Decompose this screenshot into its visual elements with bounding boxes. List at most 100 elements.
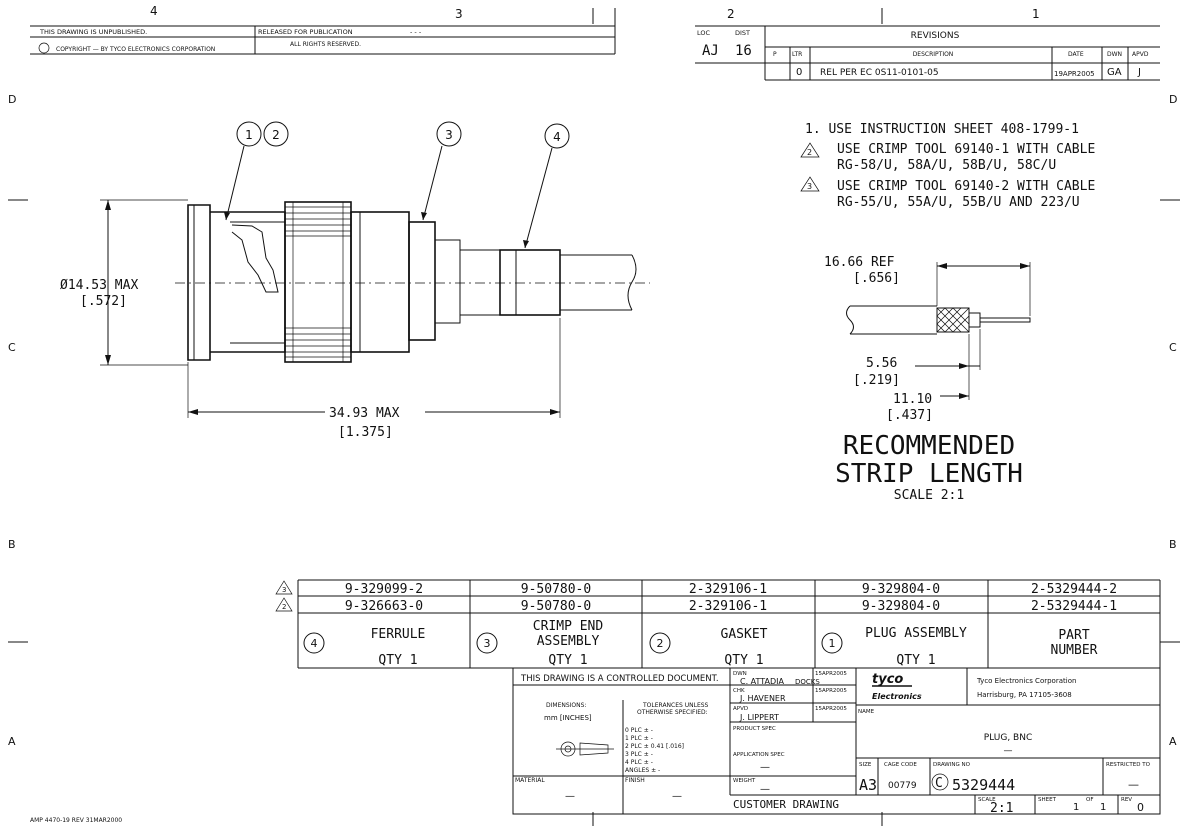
tol-4: 4 PLC ± - — [625, 759, 653, 766]
note-2-symbol: 2 — [807, 148, 812, 157]
ferrule — [499, 249, 561, 316]
application-spec-dash: — — [760, 762, 770, 773]
row-1-flag: 3 — [282, 586, 286, 594]
product-spec-label: PRODUCT SPEC — [733, 726, 776, 732]
drawing-name: PLUG, BNC — [984, 733, 1032, 743]
r2-c1: 9-326663-0 — [345, 599, 423, 614]
zone-top-2: 2 — [727, 7, 735, 21]
tol-2: 2 PLC ± 0.41 [.016] — [625, 743, 684, 750]
released-dashes: - - - — [410, 28, 422, 36]
item-4-qty: QTY 1 — [378, 653, 417, 668]
balloons: 1 2 3 4 — [224, 121, 570, 249]
balloon-1 — [236, 121, 262, 147]
rev-col-date: DATE — [1068, 51, 1084, 58]
zone-side-a-right: A — [1169, 735, 1177, 748]
rev-description: REL PER EC 0S11-0101-05 — [820, 68, 939, 78]
diameter-mm: Ø14.53 MAX — [60, 278, 138, 293]
dimensions-unit: mm [INCHES] — [544, 714, 592, 722]
dimensions-label: DIMENSIONS: — [546, 702, 586, 709]
apvd-name: J. LIPPERT — [739, 713, 779, 722]
note-2-flag-icon — [800, 142, 820, 158]
apvd-label: APVD — [733, 706, 748, 712]
tolerances-label-2: OTHERWISE SPECIFIED: — [637, 709, 708, 716]
drawing-no-prefix-circle — [931, 773, 949, 791]
electronics-logo: Electronics — [872, 692, 922, 701]
company-name: Tyco Electronics Corporation — [976, 677, 1076, 685]
balloon-4 — [544, 123, 570, 149]
svg-text:1: 1 — [829, 637, 836, 650]
size-value: A3 — [859, 776, 877, 794]
header-block: THIS DRAWING IS UNPUBLISHED. RELEASED FO… — [30, 8, 616, 55]
note-3-line-1: USE CRIMP TOOL 69140-2 WITH CABLE — [837, 179, 1095, 194]
svg-text:4: 4 — [311, 637, 318, 650]
drawing-no-label: DRAWING NO — [933, 762, 971, 768]
row-2-flag-icon — [275, 597, 293, 612]
balloon-2 — [263, 121, 289, 147]
rev-dwn: GA — [1107, 67, 1122, 78]
cable — [560, 254, 632, 311]
application-spec-label: APPLICATION SPEC — [733, 752, 785, 758]
sheet-label: SHEET — [1038, 797, 1057, 803]
part-number-label-1: PART — [1058, 628, 1089, 643]
copyright-note: COPYRIGHT — BY TYCO ELECTRONICS CORPORAT… — [56, 46, 215, 53]
chk-date: 15APR2005 — [815, 688, 847, 694]
rev-label: REV — [1121, 797, 1132, 803]
dwn-label: DWN — [733, 671, 747, 677]
scale-label: SCALE — [978, 797, 996, 803]
svg-text:2: 2 — [657, 637, 664, 650]
note-1: 1. USE INSTRUCTION SHEET 408-1799-1 — [805, 122, 1079, 137]
dielectric — [969, 312, 981, 328]
r1-c2: 9-50780-0 — [521, 582, 591, 597]
r1-c1: 9-329099-2 — [345, 582, 423, 597]
drawing-name-dash: — — [1004, 746, 1013, 756]
item-3-name-2: ASSEMBLY — [537, 634, 600, 649]
zone-side-d-right: D — [1169, 93, 1177, 106]
braid-strip-in: [.219] — [853, 373, 900, 388]
unpublished-note: THIS DRAWING IS UNPUBLISHED. — [39, 28, 147, 36]
projection-symbol-icon — [556, 741, 614, 757]
rev-date: 19APR2005 — [1054, 70, 1095, 78]
braid — [936, 307, 970, 333]
jacket-strip-mm: 11.10 — [893, 392, 932, 407]
r2-c2: 9-50780-0 — [521, 599, 591, 614]
zone-markers: 4 3 2 1 D C B A D C B A — [8, 4, 1180, 826]
cage-value: 00779 — [888, 781, 917, 791]
parts-table: 3 2 9-329099-2 9-50780-0 2-329106-1 9-32… — [275, 579, 1161, 669]
form-id: AMP 4470-19 REV 31MAR2000 — [30, 817, 122, 824]
released-note: RELEASED FOR PUBLICATION — [258, 28, 353, 36]
svg-text:3: 3 — [484, 637, 491, 650]
strip-title-1: RECOMMENDED — [843, 431, 1015, 461]
revisions-block: LOC DIST AJ 16 REVISIONS P LTR DESCRIPTI… — [695, 25, 1160, 81]
finish-value: — — [672, 791, 682, 802]
restricted-label: RESTRICTED TO — [1106, 762, 1151, 768]
drawing-no-prefix: C — [935, 776, 943, 791]
part-number-label-2: NUMBER — [1051, 643, 1098, 658]
customer-drawing: CUSTOMER DRAWING — [733, 798, 839, 811]
sheet-value: 1 — [1073, 802, 1079, 813]
chk-label: CHK — [733, 688, 745, 694]
of-value: 1 — [1100, 802, 1106, 813]
row-1-flag-icon — [275, 580, 293, 595]
rev-col-p: P — [773, 51, 777, 58]
weight-label: WEIGHT — [733, 778, 756, 784]
length-in: [1.375] — [338, 425, 393, 440]
svg-text:2: 2 — [272, 128, 280, 142]
company-address: Harrisburg, PA 17105-3608 — [977, 691, 1072, 699]
strip-scale: SCALE 2:1 — [894, 488, 964, 503]
scale-value: 2:1 — [990, 801, 1013, 816]
coupling-nut — [284, 201, 352, 363]
zone-side-d-left: D — [8, 93, 16, 106]
size-label: SIZE — [859, 762, 872, 768]
item-4-balloon — [303, 632, 325, 654]
note-2-line-1: USE CRIMP TOOL 69140-1 WITH CABLE — [837, 142, 1095, 157]
dwn-date: 15APR2005 — [815, 671, 847, 677]
item-1-balloon — [821, 632, 843, 654]
chk-name: J. HAVENER — [739, 694, 786, 703]
braid-strip-mm: 5.56 — [866, 356, 897, 371]
balloon-3 — [436, 121, 462, 147]
ref-length-in: [.656] — [853, 271, 900, 286]
cage-label: CAGE CODE — [884, 762, 917, 768]
main-dimensions: Ø14.53 MAX [.572] 34.93 MAX [1.375] — [60, 199, 561, 440]
zone-top-1: 1 — [1032, 7, 1040, 21]
length-mm: 34.93 MAX — [329, 406, 400, 421]
